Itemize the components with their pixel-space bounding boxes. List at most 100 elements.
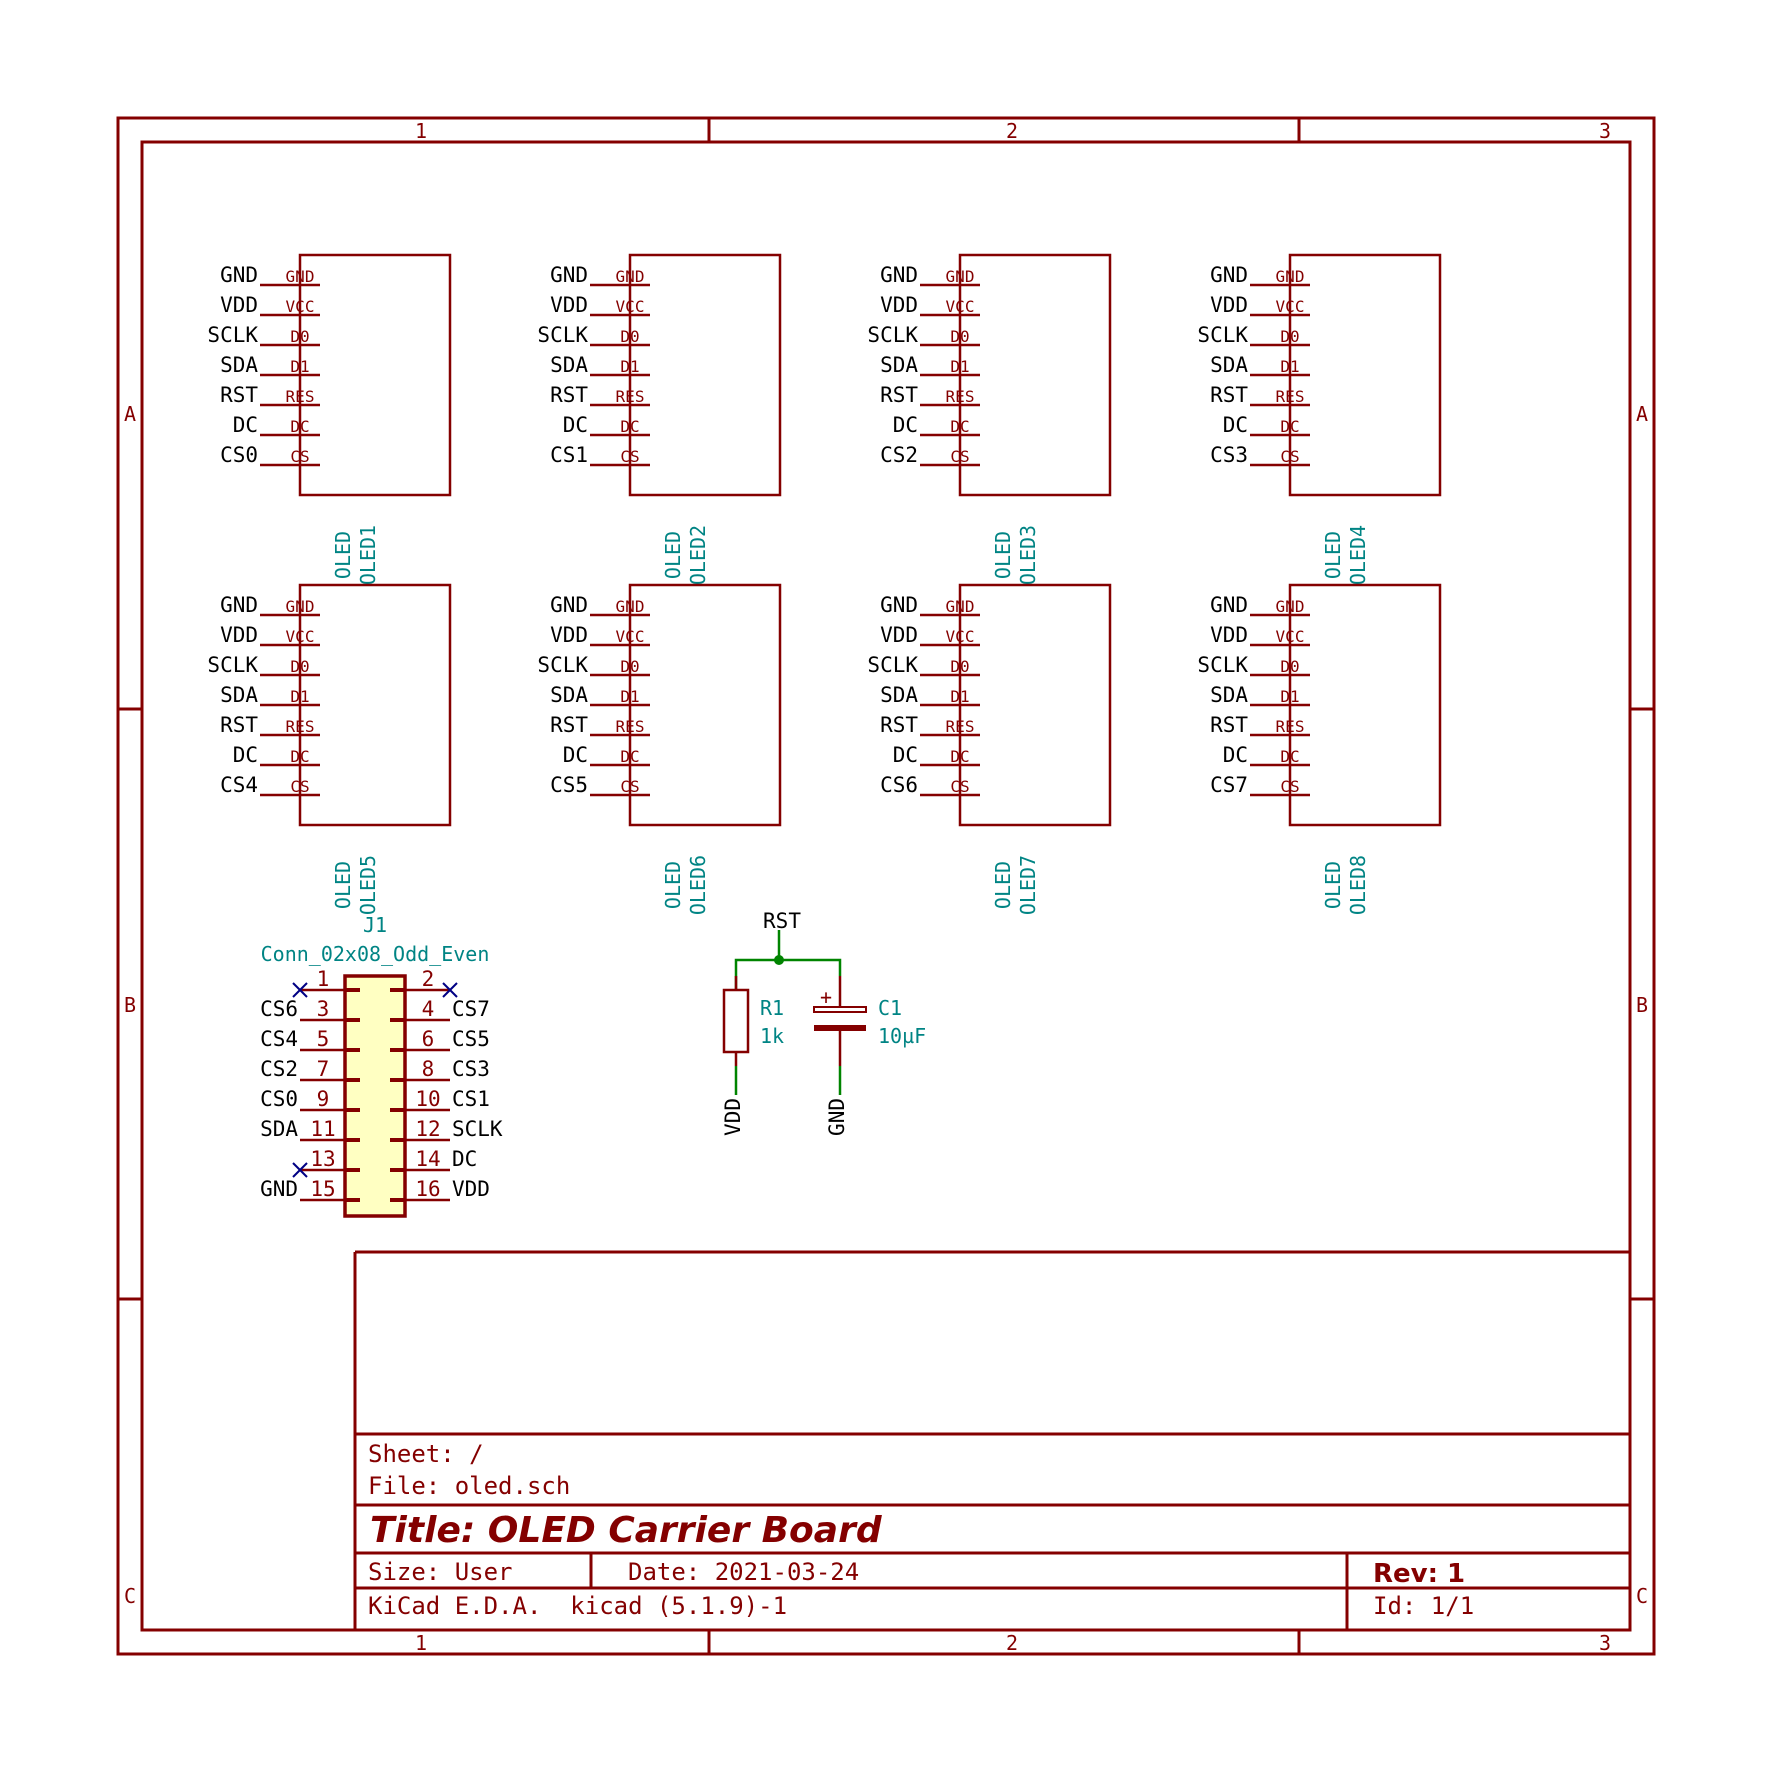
oled-value: OLED: [991, 531, 1015, 579]
net-label: SDA: [1210, 683, 1248, 707]
oled-pin-name: GND: [616, 267, 645, 286]
oled-pin-name: DC: [950, 417, 969, 436]
row-label: A: [124, 402, 136, 426]
net-label: DC: [893, 743, 918, 767]
net-label: VDD: [452, 1177, 490, 1201]
capacitor-c1[interactable]: + C1 10µF: [813, 976, 926, 1066]
oled-module[interactable]: GNDGNDVCCVDDD0SCLKD1SDARESRSTDCDCCSCS7OL…: [1197, 583, 1442, 915]
sheet-date: Date: 2021-03-24: [628, 1558, 859, 1586]
oled-pin-name: D0: [620, 327, 639, 346]
wire: [734, 958, 842, 990]
oled-pin-name: D1: [1280, 687, 1299, 706]
resistor-ref: R1: [760, 996, 784, 1020]
connector-body: [343, 974, 407, 1218]
oled-pin-name: DC: [1280, 747, 1299, 766]
net-label: DC: [1223, 743, 1248, 767]
oled-pin-name: VCC: [616, 627, 645, 646]
title-block: Sheet: / File: oled.sch Title: OLED Carr…: [353, 1250, 1630, 1630]
no-connect-flag: [292, 982, 308, 998]
junction-dot: [774, 955, 784, 965]
oled-modules: GNDGNDVCCVDDD0SCLKD1SDARESRSTDCDCCSCS0OL…: [207, 253, 1442, 915]
column-label: 2: [1006, 1631, 1018, 1655]
oled-pin-name: CS: [1280, 447, 1299, 466]
sheet-revision: Rev: 1: [1373, 1559, 1465, 1589]
net-label: GND: [260, 1177, 298, 1201]
oled-pin-name: GND: [286, 597, 315, 616]
connector-pin-number: 2: [422, 967, 435, 991]
oled-pin-name: VCC: [1276, 297, 1305, 316]
oled-module[interactable]: GNDGNDVCCVDDD0SCLKD1SDARESRSTDCDCCSCS1OL…: [537, 253, 782, 585]
no-connect-flag: [442, 982, 458, 998]
oled-pin-name: D0: [290, 657, 309, 676]
oled-module[interactable]: GNDGNDVCCVDDD0SCLKD1SDARESRSTDCDCCSCS0OL…: [207, 253, 452, 585]
oled-pin-name: DC: [1280, 417, 1299, 436]
net-label: SDA: [880, 683, 918, 707]
net-label: RST: [550, 383, 588, 407]
net-label: RST: [880, 713, 918, 737]
oled-pin-name: DC: [620, 417, 639, 436]
net-label: GND: [880, 593, 918, 617]
oled-body: [1288, 253, 1442, 497]
net-label: GND: [550, 593, 588, 617]
net-label: CS3: [1210, 443, 1248, 467]
connector-pin-number: 3: [317, 997, 330, 1021]
oled-pin-name: D1: [620, 357, 639, 376]
inner-border: [140, 140, 1632, 1632]
net-label: GND: [1210, 263, 1248, 287]
net-label: SCLK: [207, 653, 258, 677]
oled-pin-name: GND: [286, 267, 315, 286]
connector-pin-number: 13: [310, 1147, 335, 1171]
net-label: VDD: [550, 293, 588, 317]
net-label: CS7: [1210, 773, 1248, 797]
oled-body: [958, 583, 1112, 827]
no-connect-flag: [292, 1162, 308, 1178]
connector-j1[interactable]: J1 Conn_02x08_Odd_Even 13CS65CS47CS29CS0…: [260, 913, 503, 1218]
net-label: SDA: [260, 1117, 298, 1141]
net-label-gnd: GND: [825, 1098, 849, 1136]
sheet-name: Sheet: /: [368, 1440, 484, 1468]
oled-pin-name: RES: [286, 717, 315, 736]
oled-module[interactable]: GNDGNDVCCVDDD0SCLKD1SDARESRSTDCDCCSCS5OL…: [537, 583, 782, 915]
row-label: B: [1636, 993, 1648, 1017]
oled-body: [1288, 583, 1442, 827]
oled-pin-name: VCC: [946, 627, 975, 646]
net-label: SDA: [220, 353, 258, 377]
net-label: GND: [220, 593, 258, 617]
column-label: 3: [1599, 1631, 1611, 1655]
oled-pin-name: D0: [290, 327, 309, 346]
net-label: RST: [1210, 713, 1248, 737]
oled-pin-name: D1: [1280, 357, 1299, 376]
connector-pin-number: 5: [317, 1027, 330, 1051]
oled-ref: OLED1: [356, 525, 380, 585]
oled-module[interactable]: GNDGNDVCCVDDD0SCLKD1SDARESRSTDCDCCSCS3OL…: [1197, 253, 1442, 585]
net-label: SCLK: [867, 323, 918, 347]
oled-module[interactable]: GNDGNDVCCVDDD0SCLKD1SDARESRSTDCDCCSCS6OL…: [867, 583, 1112, 915]
resistor-r1[interactable]: R1 1k: [722, 976, 784, 1066]
net-label: VDD: [1210, 293, 1248, 317]
net-label: SCLK: [867, 653, 918, 677]
resistor-body: [722, 988, 750, 1054]
net-label: VDD: [220, 623, 258, 647]
oled-module[interactable]: GNDGNDVCCVDDD0SCLKD1SDARESRSTDCDCCSCS2OL…: [867, 253, 1112, 585]
oled-pin-name: CS: [620, 447, 639, 466]
net-label: CS0: [260, 1087, 298, 1111]
net-label: RST: [220, 383, 258, 407]
net-label: DC: [563, 413, 588, 437]
oled-value: OLED: [1321, 861, 1345, 909]
oled-pin-name: D1: [290, 357, 309, 376]
oled-pin-name: D0: [1280, 657, 1299, 676]
net-label: CS2: [880, 443, 918, 467]
oled-pin-name: RES: [1276, 717, 1305, 736]
net-label-vdd: VDD: [721, 1098, 745, 1136]
column-label: 2: [1006, 119, 1018, 143]
net-label: CS1: [452, 1087, 490, 1111]
oled-pin-name: VCC: [616, 297, 645, 316]
oled-module[interactable]: GNDGNDVCCVDDD0SCLKD1SDARESRSTDCDCCSCS4OL…: [207, 583, 452, 915]
net-label: DC: [1223, 413, 1248, 437]
oled-pin-name: CS: [620, 777, 639, 796]
sheet-title: Title: OLED Carrier Board: [370, 1510, 883, 1551]
sheet-size: Size: User: [368, 1558, 513, 1586]
oled-pin-name: GND: [1276, 267, 1305, 286]
connector-pin-number: 1: [317, 967, 330, 991]
net-label: DC: [563, 743, 588, 767]
